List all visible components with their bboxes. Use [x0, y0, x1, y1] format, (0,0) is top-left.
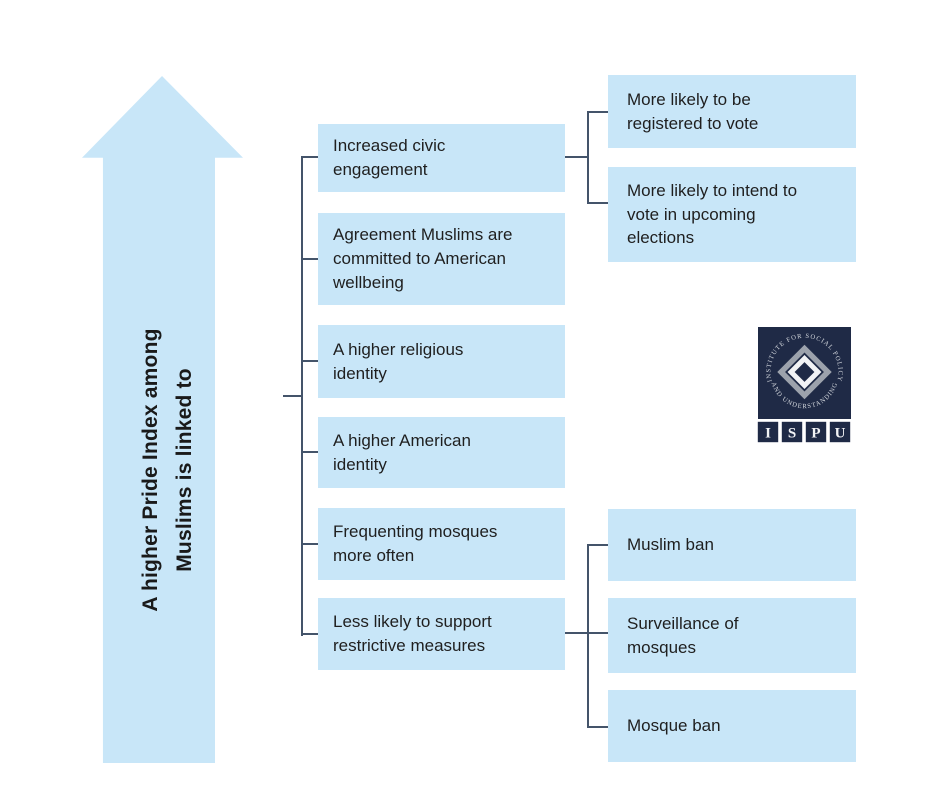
box-intend-to-vote: More likely to intend to vote in upcomin…: [608, 167, 856, 262]
box-restrictive-measures-label: Less likely to support restrictive measu…: [333, 612, 492, 655]
logo-cell-u: [828, 420, 852, 444]
diagram-title: A higher Pride Index among Muslims is li…: [139, 328, 196, 612]
logo-diamond-outer: [777, 344, 832, 400]
box-muslim-ban: Muslim ban: [608, 509, 856, 581]
connector-civic-bracket: [587, 111, 589, 204]
box-american-wellbeing: Agreement Muslims are committed to Ameri…: [318, 213, 565, 305]
box-civic-engagement-label: Increased civic engagement: [333, 136, 446, 179]
connector-tick-intend: [589, 202, 608, 204]
box-registered-to-vote-label: More likely to be registered to vote: [627, 89, 759, 133]
box-mosque-attendance-label: Frequenting mosques more often: [333, 522, 498, 565]
box-mosque-surveillance-label: Surveillance of mosques: [627, 613, 739, 657]
box-religious-identity-label: A higher religious identity: [333, 339, 464, 383]
connector-restrictive-bracket: [587, 544, 589, 728]
box-restrictive-measures: Less likely to support restrictive measu…: [318, 598, 565, 670]
box-intend-to-vote-label: More likely to intend to vote in upcomin…: [627, 180, 798, 248]
box-registered-to-vote: More likely to be registered to vote: [608, 75, 856, 148]
box-mosque-surveillance: Surveillance of mosques: [608, 598, 856, 673]
box-american-identity-label: A higher American identity: [333, 430, 471, 474]
logo-diamond-inner: [787, 355, 822, 389]
logo-letter-u: U: [835, 426, 846, 442]
logo-letter-s: S: [788, 426, 796, 442]
box-american-identity: A higher American identity: [318, 417, 565, 488]
connector-tick-restrictive: [301, 633, 319, 635]
logo-cell-s: [780, 420, 804, 444]
connector-tick-wellbeing: [301, 258, 319, 260]
connector-restrictive-branch: [565, 632, 608, 634]
connector-tick-muslim-ban: [589, 544, 608, 546]
logo-letter-i: I: [765, 426, 771, 442]
logo-square: [758, 327, 851, 419]
box-mosque-attendance: Frequenting mosques more often: [318, 508, 565, 580]
logo-cell-p: [804, 420, 828, 444]
connector-tick-civic: [301, 156, 319, 158]
box-mosque-ban: Mosque ban: [608, 690, 856, 762]
box-civic-engagement: Increased civic engagement: [318, 124, 565, 192]
logo-letter-p: P: [811, 426, 820, 442]
ispu-logo: INSTITUTE FOR SOCIAL POLICY AND UNDERSTA…: [756, 327, 852, 444]
logo-cell-i: [756, 420, 780, 444]
connector-tick-mosque-ban: [589, 726, 608, 728]
box-muslim-ban-label: Muslim ban: [627, 535, 714, 555]
connector-tick-american: [301, 451, 319, 453]
connector-tick-mosques: [301, 543, 319, 545]
box-mosque-ban-label: Mosque ban: [627, 716, 721, 736]
connector-arrow-stub: [283, 395, 301, 397]
logo-diamond: [777, 344, 832, 400]
box-american-wellbeing-label: Agreement Muslims are committed to Ameri…: [333, 225, 513, 292]
connector-tick-registered: [589, 111, 608, 113]
connector-tick-religious: [301, 360, 319, 362]
connector-trunk: [301, 156, 303, 636]
connector-civic-branch: [565, 156, 589, 158]
logo-acronym-band: I S P U: [756, 420, 852, 444]
box-religious-identity: A higher religious identity: [318, 325, 565, 398]
